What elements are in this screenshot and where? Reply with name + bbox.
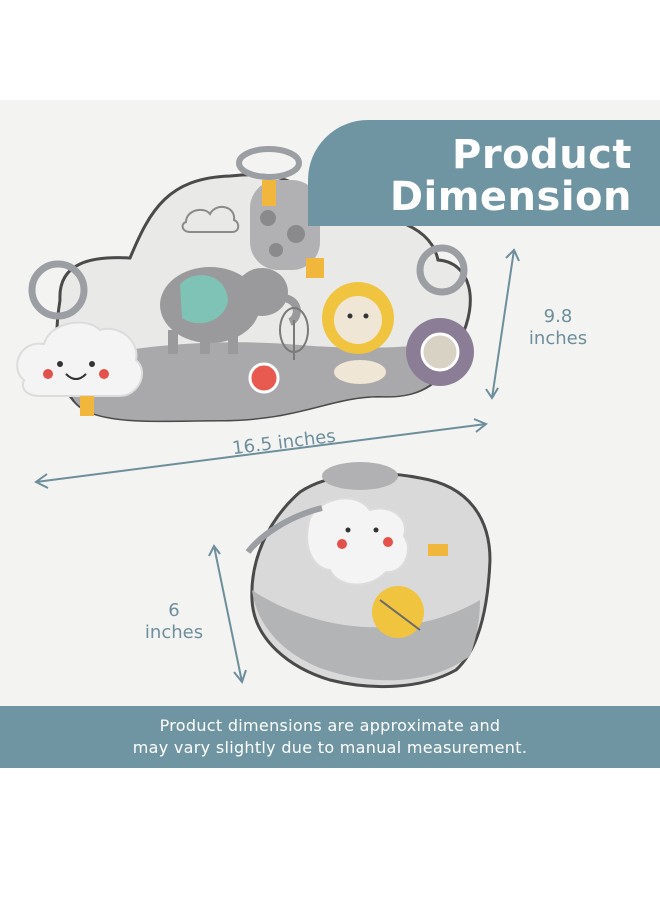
page-title-line1: Product — [452, 132, 632, 178]
height-arrow — [485, 248, 520, 400]
page-title-line2: Dimension — [389, 174, 632, 220]
depth-label: 6 inches — [134, 600, 214, 644]
pillow-front-view — [16, 146, 474, 423]
title-banner — [308, 120, 660, 226]
disclaimer-line1: Product dimensions are approximate and — [159, 716, 501, 735]
disclaimer-line2: may vary slightly due to manual measurem… — [132, 738, 528, 757]
tree-illustration — [279, 307, 309, 360]
disclaimer-bar — [0, 706, 660, 768]
width-arrow — [34, 418, 488, 489]
depth-value: 6 — [168, 600, 180, 621]
height-label: 9.8 inches — [520, 306, 596, 350]
lion-illustration — [322, 282, 394, 384]
height-unit: inches — [528, 328, 588, 349]
rattle-toy — [406, 318, 474, 386]
ball-illustration — [248, 362, 280, 394]
giraffe-toy — [236, 146, 324, 278]
depth-arrow — [208, 544, 247, 685]
depth-unit: inches — [144, 622, 204, 643]
height-value: 9.8 — [543, 306, 573, 327]
cloud-plush-toy — [16, 321, 143, 416]
pillow-side-view — [245, 462, 492, 689]
